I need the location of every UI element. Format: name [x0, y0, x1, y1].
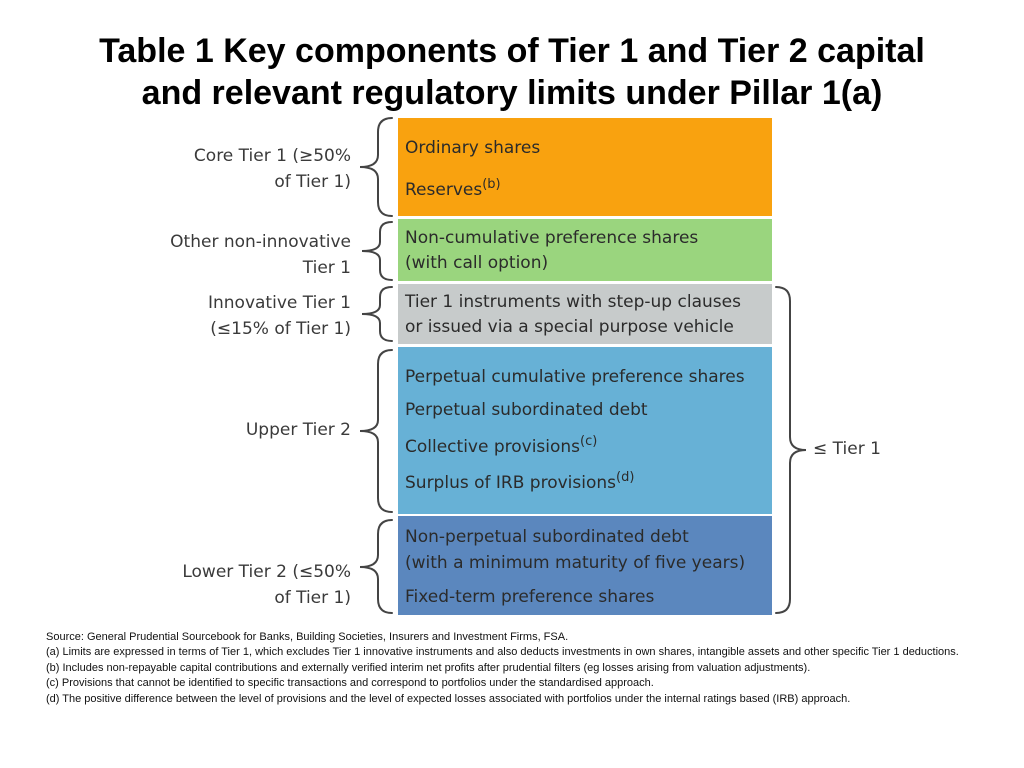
label-core-line-2: of Tier 1): [274, 172, 351, 192]
brace-non-innovative-tier1: [361, 221, 393, 281]
band-upper-line-2: Perpetual subordinated debt: [405, 400, 648, 420]
label-core-tier1: Core Tier 1 (≥50% of Tier 1): [194, 143, 351, 195]
label-lower-tier2: Lower Tier 2 (≤50% of Tier 1): [182, 559, 351, 611]
band-lower-line-3: Fixed-term preference shares: [405, 587, 655, 607]
right-label-tier1-limit: ≤ Tier 1: [813, 439, 881, 459]
label-lower-line-1: Lower Tier 2 (≤50%: [182, 562, 351, 582]
band-innovative-tier1: Tier 1 instruments with step-up clauses …: [398, 284, 772, 344]
band-innovative-line-1: Tier 1 instruments with step-up clauses: [405, 292, 741, 312]
footnote-b-marker: (b): [482, 177, 501, 192]
band-upper-line-4: Surplus of IRB provisions(d): [405, 470, 635, 493]
band-non-innovative-line-2: (with call option): [405, 253, 549, 273]
label-innovative-line-1: Innovative Tier 1: [207, 293, 351, 313]
note-c: (c) Provisions that cannot be identified…: [46, 677, 654, 690]
band-lower-line-1: Non-perpetual subordinated debt: [405, 527, 689, 547]
brace-innovative-tier1: [361, 286, 393, 342]
label-innovative-tier1: Innovative Tier 1 (≤15% of Tier 1): [208, 290, 351, 342]
note-d: (d) The positive difference between the …: [46, 692, 851, 705]
footnote-d-marker: (d): [616, 470, 635, 485]
band-non-innovative-tier1: Non-cumulative preference shares (with c…: [398, 219, 772, 281]
band-upper-tier2: Perpetual cumulative preference shares P…: [398, 347, 772, 514]
note-source: Source: General Prudential Sourcebook fo…: [46, 631, 569, 643]
band-upper-line-3: Collective provisions(c): [405, 434, 598, 457]
band-core-line-1: Ordinary shares: [405, 138, 541, 158]
band-core-tier1: Ordinary shares Reserves(b): [398, 118, 772, 216]
title-line-1: Table 1 Key components of Tier 1 and Tie…: [99, 32, 925, 70]
label-lower-line-2: of Tier 1): [274, 588, 351, 608]
label-non-innovative-line-1: Other non-innovative: [170, 232, 351, 252]
label-innovative-line-2: (≤15% of Tier 1): [210, 319, 351, 339]
page-title: Table 1 Key components of Tier 1 and Tie…: [0, 30, 1024, 114]
label-core-line-1: Core Tier 1 (≥50%: [193, 146, 351, 166]
footnotes: Source: General Prudential Sourcebook fo…: [46, 630, 976, 707]
label-non-innovative-line-2: Tier 1: [302, 258, 351, 278]
band-upper-line-1: Perpetual cumulative preference shares: [405, 367, 745, 387]
label-upper-tier2: Upper Tier 2: [246, 417, 351, 443]
title-line-2: and relevant regulatory limits under Pil…: [141, 74, 883, 112]
note-a: (a) Limits are expressed in terms of Tie…: [46, 646, 959, 659]
band-lower-line-2: (with a minimum maturity of five years): [405, 553, 746, 573]
footnote-c-marker: (c): [580, 434, 598, 449]
note-b: (b) Includes non-repayable capital contr…: [46, 661, 811, 674]
brace-right-tier1: [775, 286, 807, 614]
band-lower-tier2: Non-perpetual subordinated debt (with a …: [398, 516, 772, 615]
brace-lower-tier2: [359, 519, 393, 614]
brace-core-tier1: [359, 117, 393, 217]
band-non-innovative-line-1: Non-cumulative preference shares: [405, 228, 699, 248]
label-non-innovative-tier1: Other non-innovative Tier 1: [170, 229, 351, 281]
label-upper-line-1: Upper Tier 2: [245, 420, 351, 440]
band-innovative-line-2: or issued via a special purpose vehicle: [405, 317, 734, 337]
brace-upper-tier2: [359, 349, 393, 513]
band-core-line-2: Reserves(b): [405, 177, 501, 200]
